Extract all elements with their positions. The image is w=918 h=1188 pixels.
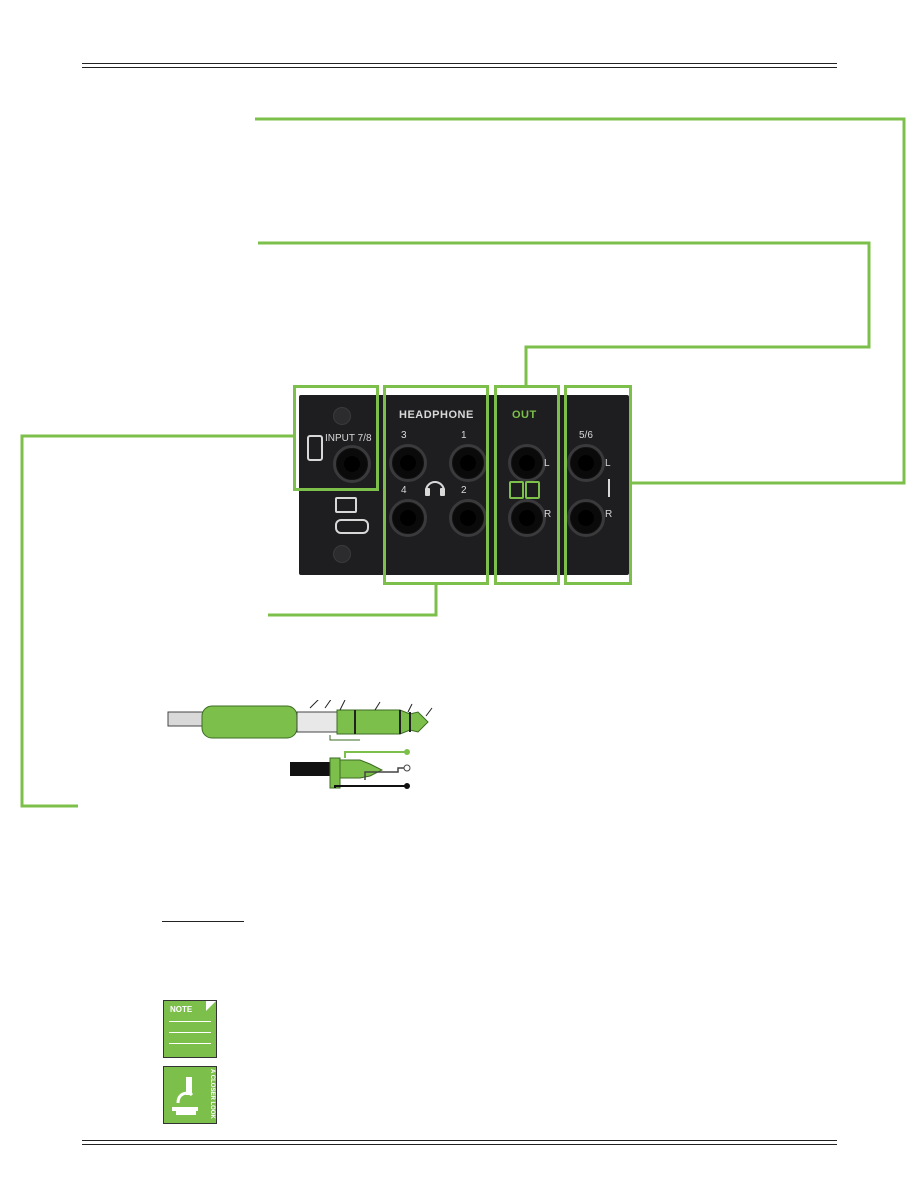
- rear-panel: INPUT 7/8 HEADPHONE 3 1 4 2 OUT L R 5/6 …: [299, 395, 629, 575]
- out-label-left: L: [544, 458, 550, 469]
- highlight-line-56: [564, 385, 632, 585]
- out-label-right: R: [544, 509, 552, 520]
- note-icon: NOTE: [163, 1000, 217, 1058]
- heading-underline: [162, 921, 244, 922]
- headphone-jack-2[interactable]: [449, 499, 487, 537]
- headphone-label-2: 2: [461, 485, 467, 496]
- line-in-jack-5[interactable]: [567, 444, 605, 482]
- microscope-icon: [172, 1077, 198, 1115]
- line-label-right: R: [605, 509, 613, 520]
- callout-line-main-out: [258, 241, 871, 387]
- closer-look-icon: A CLOSER LOOK: [163, 1066, 217, 1124]
- main-out-jack-right[interactable]: [508, 499, 546, 537]
- highlight-input-78: [293, 385, 379, 491]
- headphones-icon: [425, 481, 445, 496]
- note-icon-label: NOTE: [170, 1005, 193, 1014]
- header-rule-bottom: [82, 67, 837, 68]
- trs-plug-diagram: [167, 700, 433, 789]
- callout-line-headphone: [268, 585, 438, 617]
- line-label-left: L: [605, 458, 611, 469]
- line-in-jack-6[interactable]: [567, 499, 605, 537]
- out-title: OUT: [512, 409, 537, 421]
- line-cable-icon: [608, 479, 610, 497]
- headphone-label-4: 4: [401, 485, 407, 496]
- headphone-jack-4[interactable]: [389, 499, 427, 537]
- panel-screw-bottom: [333, 545, 351, 563]
- headphone-jack-1[interactable]: [449, 444, 487, 482]
- headphone-label-1: 1: [461, 430, 467, 441]
- closer-look-label: A CLOSER LOOK: [209, 1069, 215, 1119]
- instrument-icon: [307, 435, 323, 461]
- callout-line-input-78: [20, 434, 293, 808]
- header-rule-top: [82, 63, 837, 64]
- panel-screw-top: [333, 407, 351, 425]
- headphone-title: HEADPHONE: [399, 409, 474, 421]
- headphone-jack-3[interactable]: [389, 444, 427, 482]
- computer-icon: [335, 497, 357, 513]
- highlight-headphone: [383, 385, 489, 585]
- callout-line-input-56: [255, 117, 906, 485]
- usb-c-port[interactable]: [335, 519, 369, 534]
- line-56-label: 5/6: [579, 430, 593, 441]
- main-out-jack-left[interactable]: [508, 444, 546, 482]
- footer-rule-bottom: [82, 1144, 837, 1145]
- monitor-speakers-icon: [509, 481, 540, 499]
- input-78-label: INPUT 7/8: [325, 433, 372, 444]
- headphone-label-3: 3: [401, 430, 407, 441]
- footer-rule-top: [82, 1140, 837, 1141]
- highlight-main-out: [494, 385, 560, 585]
- input-78-jack[interactable]: [333, 445, 371, 483]
